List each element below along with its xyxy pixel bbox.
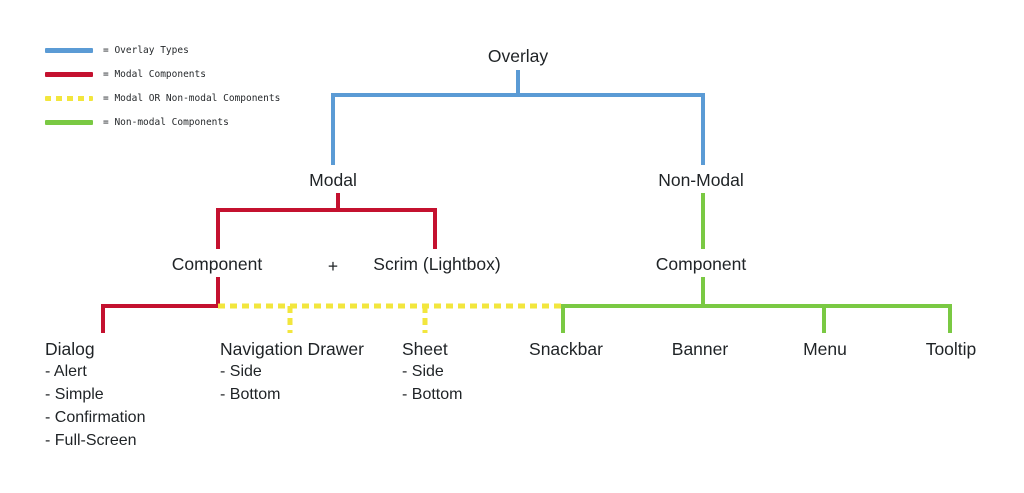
node-modal-component-label: Component xyxy=(171,254,263,274)
node-modal-component: Component xyxy=(171,254,263,274)
leaf-snackbar: Snackbar xyxy=(529,339,603,360)
leaf-navigation-drawer: Navigation Drawer - Side - Bottom xyxy=(220,339,364,406)
node-modal-scrim: Scrim (Lightbox) xyxy=(373,254,501,274)
leaf-dialog-sub-3: - Full-Screen xyxy=(45,432,137,449)
legend-label-modal-components: = Modal Components xyxy=(103,68,206,80)
leaf-navigation-drawer-sub-1: - Bottom xyxy=(220,386,281,403)
legend-item-nonmodal-components: = Non-modal Components xyxy=(45,110,375,134)
leaf-dialog: Dialog - Alert - Simple - Confirmation -… xyxy=(45,339,145,452)
legend-item-modal-components: = Modal Components xyxy=(45,62,375,86)
legend-label-modal-or-nonmodal-components: = Modal OR Non-modal Components xyxy=(103,92,281,104)
leaf-navigation-drawer-title: Navigation Drawer xyxy=(220,339,364,359)
nonmodal-green-connectors xyxy=(561,193,952,333)
shared-yellow-connectors xyxy=(218,303,562,333)
node-modal-label: Modal xyxy=(309,170,357,190)
legend-swatch-modal-or-nonmodal-components xyxy=(45,95,93,101)
leaf-dialog-sub-2: - Confirmation xyxy=(45,409,146,426)
leaf-sheet-sub-1: - Bottom xyxy=(402,386,463,403)
node-nonmodal-component-label: Component xyxy=(655,254,747,274)
node-modal-plus-label: + xyxy=(327,256,339,276)
node-modal-plus: + xyxy=(328,256,338,277)
leaf-banner-title: Banner xyxy=(671,339,729,359)
leaf-dialog-sub-1: - Simple xyxy=(45,386,104,403)
legend-label-overlay-types: = Overlay Types xyxy=(103,44,189,56)
leaf-dialog-sub-0: - Alert xyxy=(45,363,87,380)
node-modal: Modal xyxy=(309,170,357,190)
leaf-tooltip-title: Tooltip xyxy=(925,339,977,359)
node-overlay-label: Overlay xyxy=(487,46,549,66)
leaf-sheet: Sheet - Side - Bottom xyxy=(402,339,462,406)
legend-swatch-overlay-types xyxy=(45,47,93,53)
leaf-banner: Banner xyxy=(672,339,728,360)
legend-swatch-nonmodal-components xyxy=(45,119,93,125)
leaf-sheet-sub-0: - Side xyxy=(402,363,444,380)
leaf-dialog-title: Dialog xyxy=(45,339,95,359)
node-overlay: Overlay xyxy=(487,46,549,66)
leaf-navigation-drawer-sub-0: - Side xyxy=(220,363,262,380)
modal-red-connectors xyxy=(101,193,437,333)
overlay-blue-connectors xyxy=(331,70,705,165)
leaf-tooltip: Tooltip xyxy=(926,339,977,360)
legend-item-overlay-types: = Overlay Types xyxy=(45,38,375,62)
node-nonmodal-component: Component xyxy=(655,254,747,274)
node-modal-scrim-label: Scrim (Lightbox) xyxy=(373,254,501,274)
legend: = Overlay Types = Modal Components = Mod… xyxy=(45,38,375,134)
leaf-menu: Menu xyxy=(803,339,847,360)
leaf-sheet-title: Sheet xyxy=(402,339,448,359)
node-non-modal: Non-Modal xyxy=(658,170,744,190)
legend-swatch-modal-components xyxy=(45,71,93,77)
legend-label-nonmodal-components: = Non-modal Components xyxy=(103,116,229,128)
node-non-modal-label: Non-Modal xyxy=(658,170,744,190)
legend-item-modal-or-nonmodal-components: = Modal OR Non-modal Components xyxy=(45,86,375,110)
leaf-snackbar-title: Snackbar xyxy=(529,339,603,359)
leaf-menu-title: Menu xyxy=(803,339,847,359)
